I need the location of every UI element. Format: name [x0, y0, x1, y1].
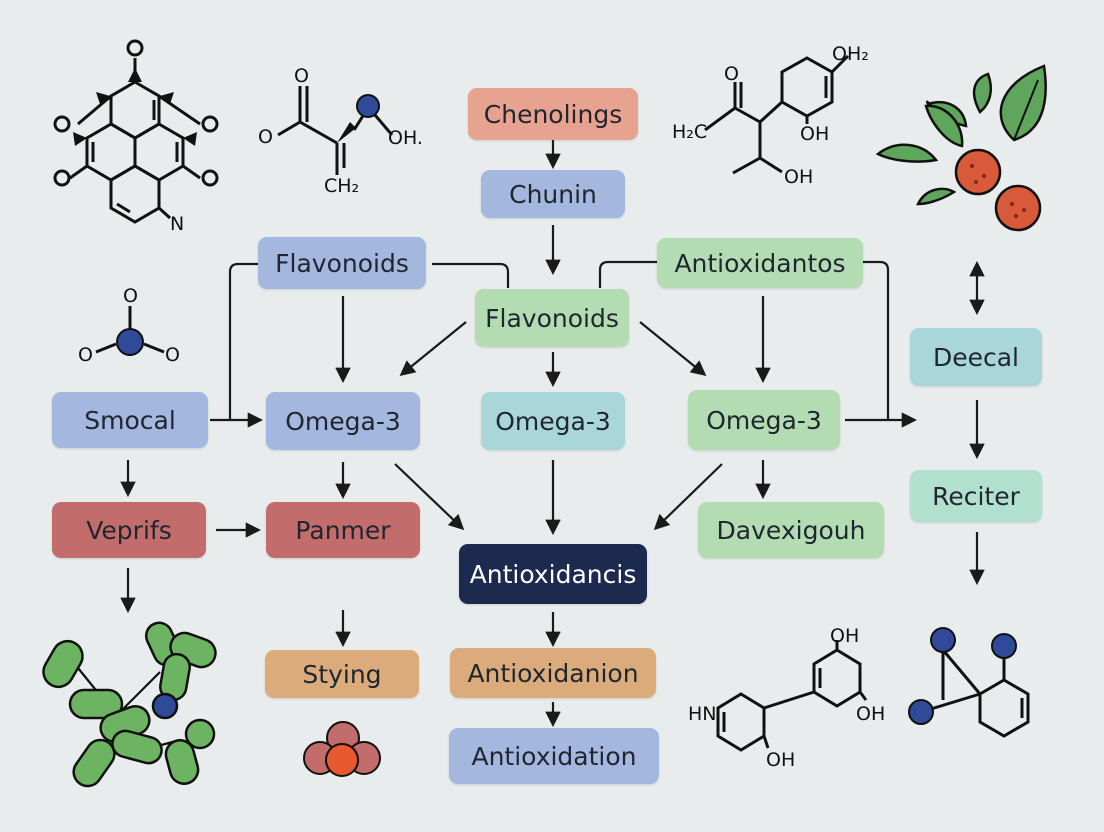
molecule-pyridine [716, 640, 868, 752]
berry-icon [954, 148, 1002, 196]
leaves-berries-illustration [875, 64, 1047, 232]
leaf-icon [924, 104, 964, 148]
m5-oh-right-label: OH [856, 703, 885, 725]
m5-oh-bottom-label: OH [766, 749, 795, 771]
wedge-bond [160, 92, 174, 104]
node-flavonoids-left: Flavonoids [258, 237, 426, 289]
m4-oh2-label: OH₂ [832, 43, 869, 65]
m5-oh-top-label: OH [830, 625, 859, 647]
m3-o-right-label: O [165, 344, 180, 366]
connectors [120, 140, 985, 728]
m2-o-left-label: O [258, 126, 273, 148]
m3-o-left-label: O [78, 344, 93, 366]
m4-oh-ring-label: OH [800, 123, 829, 145]
molecule-cyclohexene [704, 54, 850, 175]
elbow-antioxidantos-left [598, 260, 658, 288]
node-antioxidation: Antioxidation [449, 728, 659, 784]
arrow-flavonoids-omega3-left [399, 321, 467, 376]
node-antioxidanion: Antioxidanion [450, 648, 656, 698]
berry-icon [994, 184, 1042, 232]
atom-blue [991, 633, 1017, 659]
node-chunin: Chunin [481, 170, 625, 218]
m4-o-label: O [724, 63, 739, 85]
atom-blue [356, 94, 380, 118]
leaf-icon [875, 143, 939, 163]
node-reciter: Reciter [910, 470, 1042, 522]
m1-n-label: N [170, 213, 184, 235]
wedge-bond [128, 68, 142, 82]
m5-hn-label: HN [688, 703, 717, 725]
atom-blue [116, 328, 144, 356]
berry-cluster-illustration [303, 721, 381, 777]
node-antioxidancis: Antioxidancis [459, 544, 647, 604]
arrow-omega3-left-antioxidancis [394, 463, 465, 531]
node-davexigouh: Davexigouh [698, 502, 884, 558]
node-omega3-center: Omega-3 [481, 392, 625, 450]
wedge-bond [337, 122, 356, 143]
leaf-icon [972, 72, 992, 114]
node-omega3-left: Omega-3 [266, 392, 420, 450]
protein-strands-illustration [42, 621, 217, 788]
elbow-flavonoids-left-right [432, 262, 510, 288]
node-deecal: Deecal [910, 328, 1042, 386]
arrow-omega3-right-antioxidancis [653, 463, 723, 531]
node-smocal: Smocal [52, 392, 208, 448]
wedge-bond [73, 132, 87, 146]
node-chenolings: Chenolings [468, 88, 638, 140]
arrow-flavonoids-omega3-right [639, 321, 707, 376]
elbow-antioxidantos-right [862, 260, 890, 420]
molecule-small [95, 306, 165, 354]
node-panmer: Panmer [266, 502, 420, 558]
molecule-acid [277, 86, 394, 175]
m3-o-top-label: O [123, 285, 138, 307]
atom-blue [930, 627, 956, 653]
m4-oh-bottom-label: OH [784, 166, 813, 188]
m2-ch2-label: CH₂ [324, 175, 359, 197]
atom-blue [908, 699, 934, 725]
leaf-icon [999, 64, 1047, 142]
m2-oh-label: OH. [388, 127, 423, 149]
node-omega3-right: Omega-3 [688, 390, 840, 450]
m2-o-top-label: O [294, 65, 309, 87]
node-flavonoids-center: Flavonoids [475, 289, 629, 347]
leaf-icon [915, 187, 957, 206]
elbow-flavonoids-left-down [228, 262, 260, 420]
molecule-polycyclic [53, 39, 219, 224]
node-veprifs: Veprifs [52, 502, 206, 558]
wedge-bond [96, 92, 110, 104]
m4-h2c-label: H₂C [672, 121, 707, 143]
molecule-blue-atoms [920, 649, 1030, 738]
node-antioxidantos: Antioxidantos [657, 238, 863, 288]
node-stying: Stying [265, 650, 419, 698]
wedge-bond [183, 132, 197, 146]
